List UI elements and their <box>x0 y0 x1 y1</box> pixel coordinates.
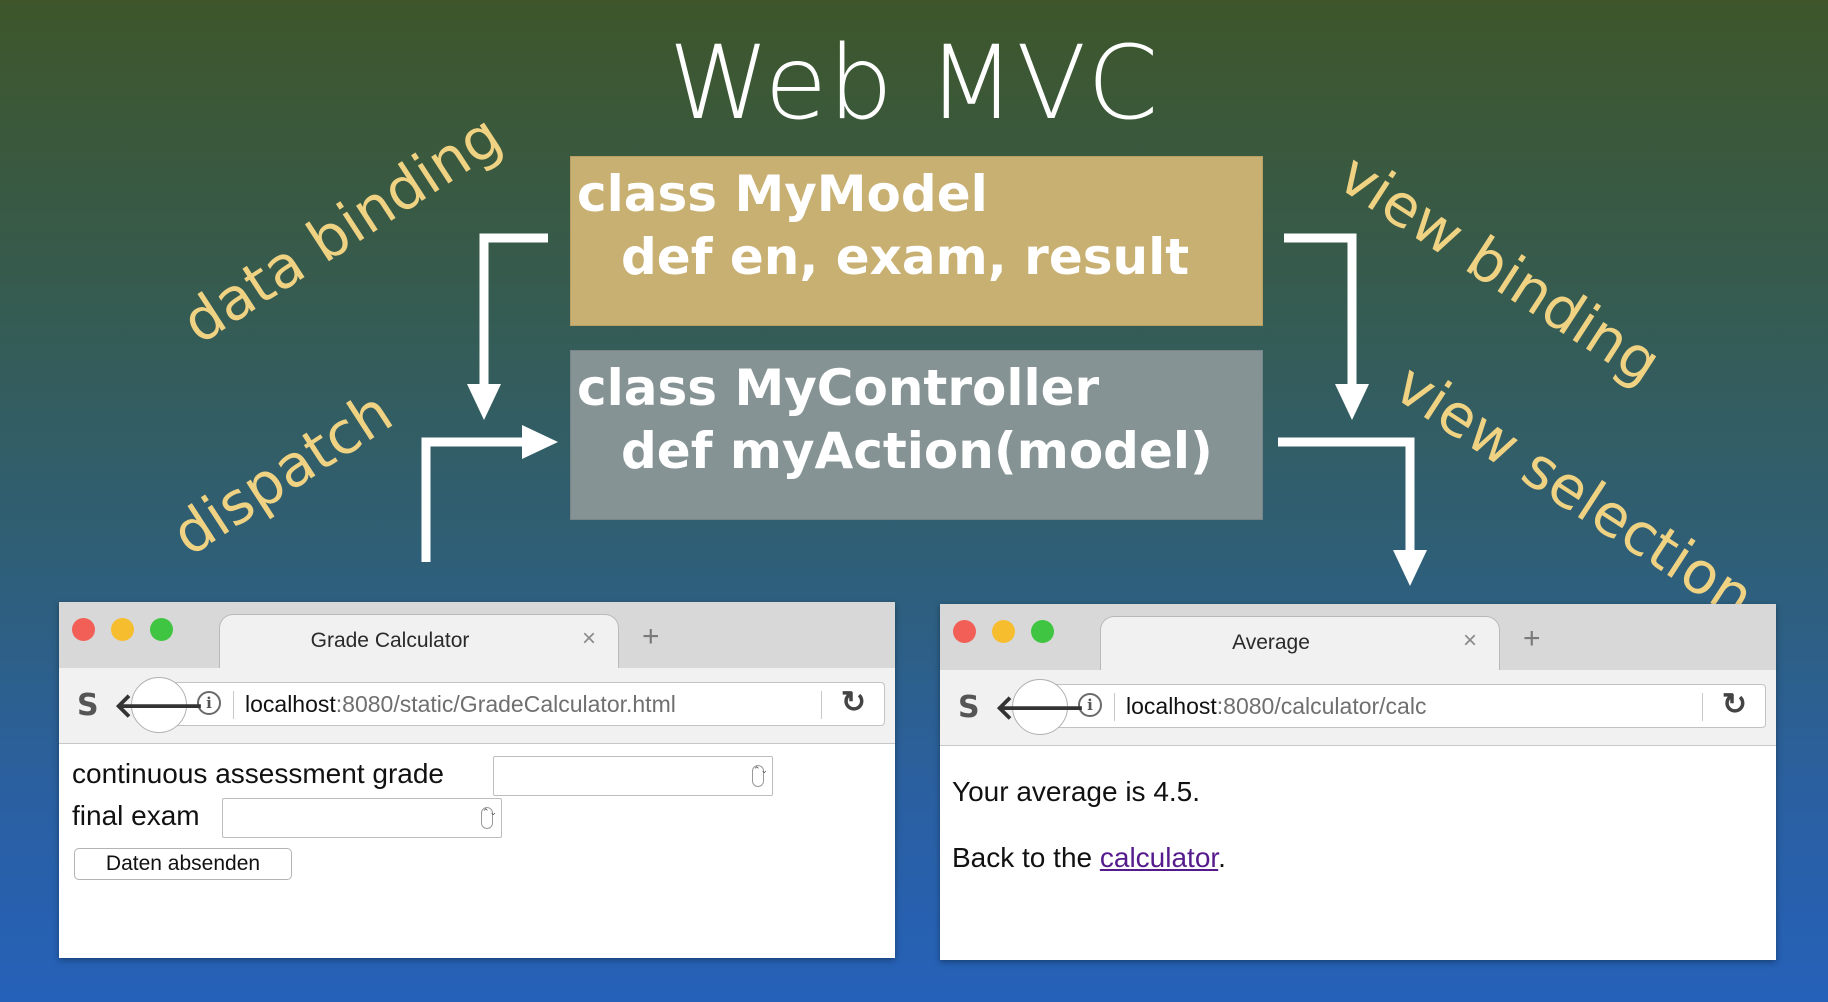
new-tab-icon[interactable]: + <box>1523 622 1541 655</box>
url-path: :8080/static/GradeCalculator.html <box>335 691 676 717</box>
reload-icon[interactable]: ↻ <box>1721 688 1747 721</box>
assessment-grade-input[interactable]: ⌃⌄ <box>493 756 773 796</box>
data-binding-arrow-head <box>467 384 501 420</box>
url-bar[interactable]: i localhost:8080/calculator/calc ↻ <box>1056 684 1766 728</box>
url-host: localhost <box>1126 693 1217 719</box>
back-to-calculator-text: Back to the calculator. <box>952 842 1226 874</box>
controller-def-line: def myAction(model) <box>621 422 1213 480</box>
url-text: localhost:8080/calculator/calc <box>1126 693 1426 720</box>
model-box: class MyModel def en, exam, result <box>570 156 1263 326</box>
info-icon[interactable]: i <box>1078 693 1102 717</box>
url-separator <box>233 691 234 719</box>
close-window-icon[interactable] <box>72 618 95 641</box>
tab-title: Average <box>1232 631 1310 654</box>
model-class-line: class MyModel <box>577 165 988 223</box>
tab-average[interactable]: Average × <box>1100 616 1500 672</box>
final-exam-input[interactable]: ⌃⌄ <box>222 798 502 838</box>
sidebar-icon[interactable]: S <box>77 688 99 723</box>
back-button[interactable]: 🡐 <box>994 679 1086 735</box>
new-tab-icon[interactable]: + <box>642 620 660 653</box>
view-binding-arrow-line <box>1284 233 1357 386</box>
url-separator-right <box>1702 693 1703 721</box>
model-def-line: def en, exam, result <box>621 228 1190 286</box>
dispatch-arrow-line <box>421 437 526 562</box>
slide-title: Web MVC <box>668 24 1160 143</box>
url-host: localhost <box>245 691 336 717</box>
calculator-link[interactable]: calculator <box>1099 842 1219 873</box>
page-content: continuous assessment grade ⌃⌄ final exa… <box>59 744 895 958</box>
url-bar[interactable]: i localhost:8080/static/GradeCalculator.… <box>175 682 885 726</box>
sidebar-icon[interactable]: S <box>958 690 980 725</box>
view-binding-arrow-head <box>1335 384 1369 420</box>
final-exam-label: final exam <box>72 800 200 831</box>
back-suffix-text: . <box>1218 842 1226 873</box>
submit-button[interactable]: Daten absenden <box>74 848 292 880</box>
url-separator-right <box>821 691 822 719</box>
browser-window-grade-calculator: Grade Calculator × + S i localhost:8080/… <box>59 602 895 958</box>
tab-close-icon[interactable]: × <box>581 625 596 652</box>
tab-bar: Grade Calculator × + <box>59 602 895 670</box>
back-arrow-icon: 🡐 <box>994 688 1086 727</box>
average-result-text: Your average is 4.5. <box>952 776 1201 807</box>
controller-box: class MyController def myAction(model) <box>570 350 1263 520</box>
url-separator <box>1114 693 1115 721</box>
minimize-window-icon[interactable] <box>992 620 1015 643</box>
number-spinner-icon[interactable]: ⌃⌄ <box>752 765 768 787</box>
tab-title: Grade Calculator <box>310 629 470 652</box>
tab-close-icon[interactable]: × <box>1462 627 1477 654</box>
back-button[interactable]: 🡐 <box>113 677 205 733</box>
back-arrow-icon: 🡐 <box>113 686 205 725</box>
back-prefix-text: Back to the <box>952 842 1100 873</box>
dispatch-arrow-head <box>522 425 558 459</box>
minimize-window-icon[interactable] <box>111 618 134 641</box>
reload-icon[interactable]: ↻ <box>840 686 866 719</box>
tab-grade-calculator[interactable]: Grade Calculator × <box>219 614 619 670</box>
data-binding-arrow-line <box>479 233 548 386</box>
tab-bar: Average × + <box>940 604 1776 672</box>
url-path: :8080/calculator/calc <box>1216 693 1427 719</box>
view-selection-arrow-head <box>1393 550 1427 586</box>
browser-window-average: Average × + S i localhost:8080/calculato… <box>940 604 1776 960</box>
nav-toolbar: S i localhost:8080/calculator/calc ↻ 🡐 <box>940 670 1776 746</box>
assessment-grade-label: continuous assessment grade <box>72 758 444 789</box>
url-text: localhost:8080/static/GradeCalculator.ht… <box>245 691 676 718</box>
number-spinner-icon[interactable]: ⌃⌄ <box>481 807 497 829</box>
zoom-window-icon[interactable] <box>1031 620 1054 643</box>
info-icon[interactable]: i <box>197 691 221 715</box>
nav-toolbar: S i localhost:8080/static/GradeCalculato… <box>59 668 895 744</box>
page-content: Your average is 4.5. Back to the calcula… <box>940 746 1776 960</box>
close-window-icon[interactable] <box>953 620 976 643</box>
view-selection-arrow-line <box>1278 437 1415 556</box>
controller-class-line: class MyController <box>577 359 1100 417</box>
zoom-window-icon[interactable] <box>150 618 173 641</box>
